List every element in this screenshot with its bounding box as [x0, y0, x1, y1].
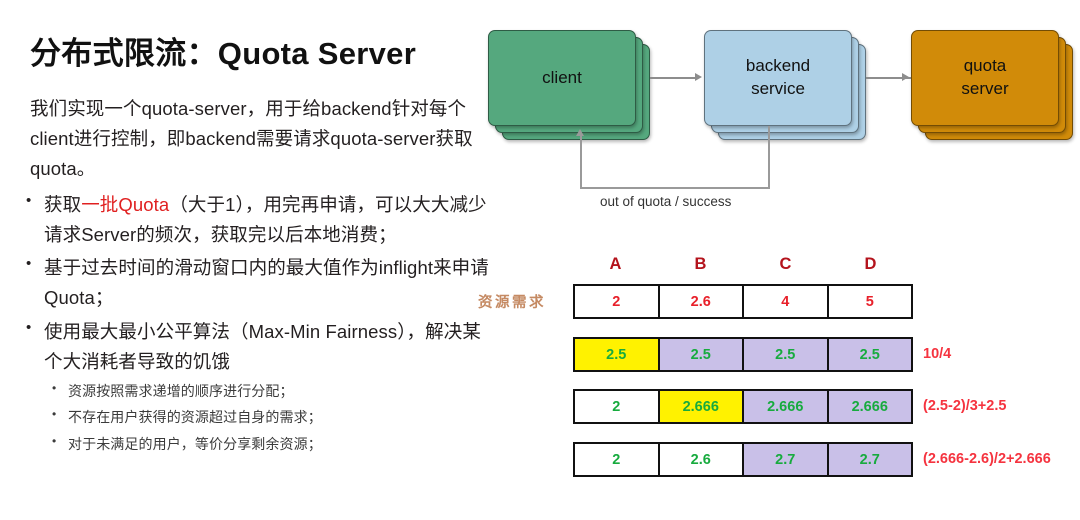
table-cell: 2.5 [659, 339, 744, 370]
table-row: 2.5 2.5 2.5 2.5 [573, 337, 913, 372]
bullet-list: 获取一批Quota（大于1），用完再申请，可以大大减少请求Server的频次，获… [22, 189, 492, 456]
bullet-1-prefix: 获取 [44, 193, 82, 215]
table-row: 2 2.666 2.666 2.666 [573, 389, 913, 424]
bullet-3-text: 使用最大最小公平算法（Max-Min Fairness），解决某个大消耗者导致的… [44, 321, 481, 373]
list-item: 不存在用户获得的资源超过自身的需求； [44, 404, 492, 429]
quota-label-line2: server [961, 79, 1009, 98]
quota-card-front: quota server [911, 30, 1059, 126]
list-item: 使用最大最小公平算法（Max-Min Fairness），解决某个大消耗者导致的… [22, 316, 492, 456]
row-annotation: (2.666-2.6)/2+2.666 [923, 451, 1051, 467]
table-cell: 2.6 [659, 444, 744, 475]
feedback-line-vertical-left [580, 136, 582, 188]
table-cell: 5 [828, 286, 911, 317]
architecture-diagram: client backend service quota server [480, 8, 1080, 223]
arrow-client-to-backend [650, 77, 696, 79]
intro-paragraph: 我们实现一个quota-server，用于给backend针对每个client进… [30, 97, 473, 179]
row-annotation: (2.5-2)/3+2.5 [923, 398, 1007, 414]
feedback-arrow-head-icon [576, 129, 584, 136]
bullet-1-suffix: （大于1），用完再申请，可以大大减少请求Server的频次，获取完以后本地消费； [44, 193, 487, 245]
row-annotation: 10/4 [923, 346, 952, 362]
allocation-table: 资源需求 A B C D 2 2.6 4 5 2.5 2.5 2.5 2.5 1… [478, 255, 1080, 505]
table-row: 2 2.6 2.7 2.7 [573, 442, 913, 477]
client-card-front: client [488, 30, 636, 126]
list-item: 基于过去时间的滑动窗口内的最大值作为inflight来申请Quota； [22, 252, 492, 313]
table-cell: 2.7 [744, 444, 829, 475]
arrow-head-icon [695, 73, 702, 81]
page-title: 分布式限流：Quota Server [30, 36, 417, 71]
table-cell: 2 [575, 444, 660, 475]
table-cell: 2.6 [659, 286, 744, 317]
backend-label-line1: backend [745, 56, 811, 76]
table-cell: 2.5 [744, 339, 829, 370]
list-item: 对于未满足的用户，等价分享剩余资源； [44, 431, 492, 456]
table-cell: 2.666 [744, 391, 829, 422]
table-cell: 2.666 [828, 391, 911, 422]
feedback-label: out of quota / success [600, 194, 732, 209]
list-item: 获取一批Quota（大于1），用完再申请，可以大大减少请求Server的频次，获… [22, 189, 492, 250]
feedback-line-horizontal [580, 187, 770, 189]
table-cell: 2 [575, 286, 660, 317]
column-header-a: A [609, 255, 622, 273]
table-cell: 4 [744, 286, 829, 317]
table-cell: 2.7 [828, 444, 911, 475]
table-cell: 2 [575, 391, 660, 422]
backend-card-front: backend service [704, 30, 852, 126]
arrow-head-icon [902, 73, 909, 81]
sub-bullet-list: 资源按照需求递增的顺序进行分配； 不存在用户获得的资源超过自身的需求； 对于未满… [44, 378, 492, 456]
bullet-2-text: 基于过去时间的滑动窗口内的最大值作为inflight来申请Quota； [44, 257, 489, 309]
column-header-d: D [864, 255, 877, 273]
quota-label-line1: quota [963, 56, 1007, 76]
client-label: client [542, 67, 582, 87]
column-header-b: B [694, 255, 707, 273]
list-item: 资源按照需求递增的顺序进行分配； [44, 378, 492, 403]
bullet-1-highlight: 一批Quota [81, 193, 170, 215]
column-header-c: C [779, 255, 792, 273]
table-cell: 2.5 [575, 339, 660, 370]
resource-demand-label: 资源需求 [478, 295, 546, 311]
table-row: 2 2.6 4 5 [573, 284, 913, 319]
arrow-backend-to-quota [866, 77, 911, 79]
table-cell: 2.5 [828, 339, 911, 370]
feedback-line-vertical-right [768, 126, 770, 188]
backend-label-line2: service [751, 79, 805, 98]
table-cell: 2.666 [659, 391, 744, 422]
left-text-column: 分布式限流：Quota Server 我们实现一个quota-server，用于… [22, 18, 492, 456]
